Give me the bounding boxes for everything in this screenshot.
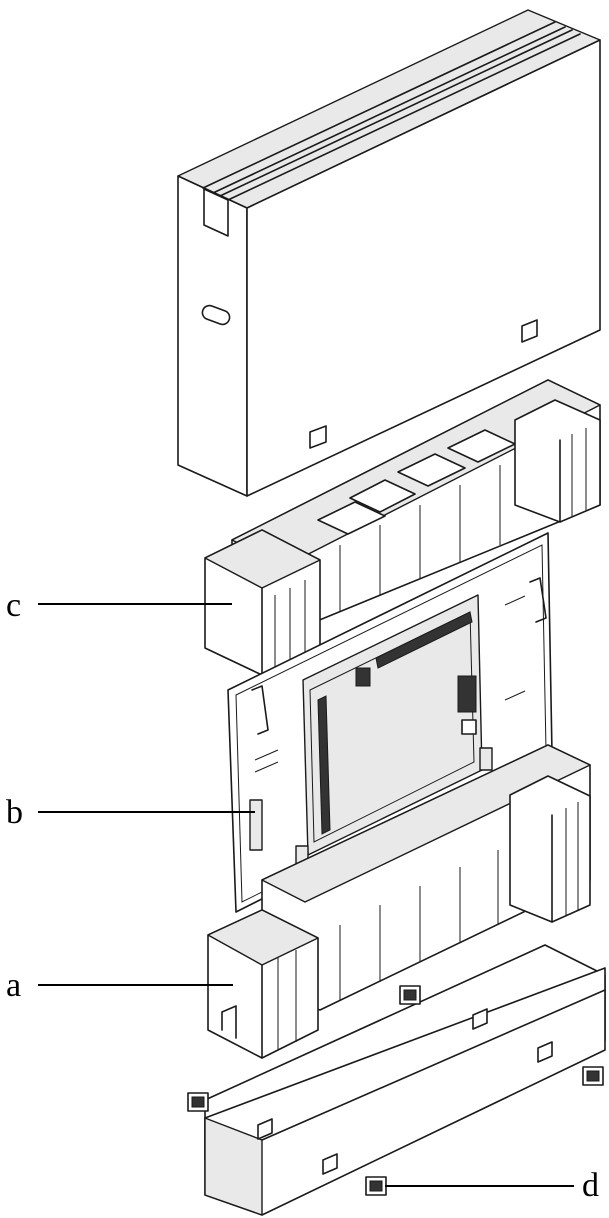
bottom-tray-window-4 xyxy=(322,1153,338,1175)
callout-b: b xyxy=(6,794,255,831)
callout-label-b: b xyxy=(6,794,23,831)
display-panel-bracket-right xyxy=(479,747,493,771)
top-carton-window-left xyxy=(309,425,327,449)
top-carton-window-right xyxy=(521,319,538,343)
display-panel-port xyxy=(461,719,477,735)
bottom-tray-latch-right xyxy=(582,1066,604,1086)
lower-cushion-top-rail xyxy=(261,744,591,903)
display-panel-handle-right xyxy=(529,577,547,623)
top-carton-box xyxy=(177,9,601,497)
display-panel-vent-left xyxy=(317,695,331,835)
top-carton-tape-line-1 xyxy=(202,21,556,189)
top-carton-tape-fold xyxy=(203,188,229,237)
callout-label-a: a xyxy=(6,967,21,1004)
upper-cushion-left-block-top xyxy=(204,529,321,589)
callout-c: c xyxy=(6,587,232,624)
display-panel-mark-4 xyxy=(504,690,526,701)
lower-cushion-left-block-top xyxy=(207,909,319,966)
upper-cushion-pocket-3 xyxy=(397,453,466,487)
upper-cushion-pocket-1 xyxy=(317,501,386,535)
display-panel-mark-3 xyxy=(504,595,526,606)
upper-cushion-right-block xyxy=(514,399,601,523)
top-carton-handle-hole xyxy=(201,304,231,326)
bottom-tray-end-wall xyxy=(204,1117,263,1216)
bottom-tray-rim xyxy=(261,989,606,1141)
display-panel-mark-1 xyxy=(254,749,279,761)
display-panel-vent-small xyxy=(355,667,371,687)
top-carton-tape-line-3 xyxy=(219,29,573,197)
bottom-tray-latch-top xyxy=(399,985,421,1005)
display-panel-vent-top xyxy=(375,611,473,669)
display-panel xyxy=(227,532,553,913)
upper-foam-cushion xyxy=(204,379,601,676)
bottom-tray-box xyxy=(187,944,606,1216)
bottom-tray-latch-left xyxy=(187,1092,209,1112)
display-panel-handle-left xyxy=(251,685,269,735)
bottom-tray-latch-front xyxy=(365,1176,387,1196)
top-carton-tape-line-4 xyxy=(227,33,581,201)
bottom-tray-window-1 xyxy=(472,1008,488,1030)
display-panel-mark-2 xyxy=(254,761,279,773)
display-panel-vent-block xyxy=(457,675,477,713)
lower-cushion-right-block xyxy=(509,775,591,923)
bottom-tray-window-3 xyxy=(257,1118,273,1140)
top-carton-tape-line-2 xyxy=(212,26,566,194)
callout-label-d: d xyxy=(582,1167,599,1204)
upper-cushion-pocket-2 xyxy=(349,479,416,513)
lower-cushion-notch xyxy=(221,1005,237,1039)
callout-label-c: c xyxy=(6,587,21,624)
bottom-tray-window-2 xyxy=(537,1041,553,1063)
lower-foam-cushion xyxy=(207,744,591,1059)
top-carton-front-face xyxy=(246,39,601,497)
display-panel-side-connector xyxy=(249,799,263,851)
callout-d: d xyxy=(385,1167,599,1204)
callout-a: a xyxy=(6,967,233,1004)
